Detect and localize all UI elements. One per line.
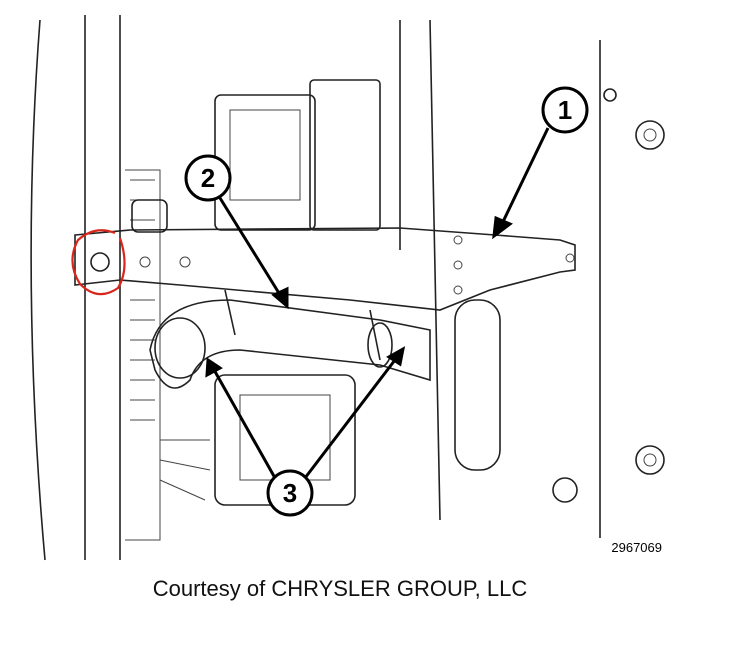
red-annotation-circle xyxy=(71,229,126,296)
callout-1: 1 xyxy=(541,86,589,134)
figure-number: 2967069 xyxy=(611,540,662,555)
line-art xyxy=(30,15,665,561)
callout-3: 3 xyxy=(266,469,314,517)
callout-arrows xyxy=(205,127,550,479)
callout-2: 2 xyxy=(184,154,232,202)
callout-3-label: 3 xyxy=(283,478,297,508)
callout-1-label: 1 xyxy=(558,95,572,125)
callout-2-label: 2 xyxy=(201,163,215,193)
image-caption: Courtesy of CHRYSLER GROUP, LLC xyxy=(152,576,528,601)
engine-bay-diagram: 1 2 3 2967069 xyxy=(30,15,665,561)
